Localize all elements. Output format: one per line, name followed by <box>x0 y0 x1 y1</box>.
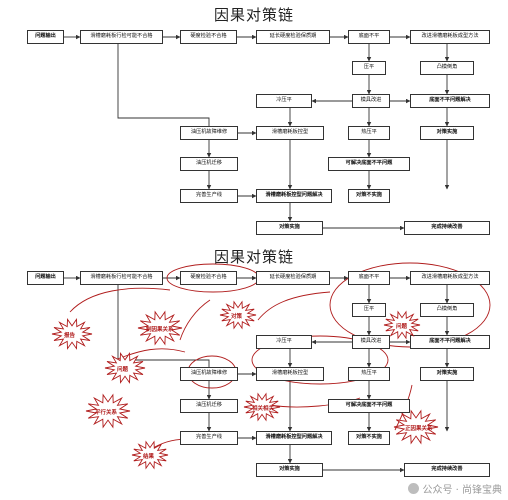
top-node-b1: 压平 <box>352 61 386 75</box>
top-node-b2: 凸模倒角 <box>420 61 474 75</box>
bottom-node-d4: 对策实施 <box>420 367 474 381</box>
annotation-parallel: 平行关系 <box>95 410 118 416</box>
top-node-f2: 滑槽磨耗板控型问题解决 <box>256 189 332 203</box>
starburst-shape <box>51 318 93 350</box>
top-node-a3: 延长硬度检验保质期 <box>256 30 330 44</box>
bottom-node-e2: 可解决底面不平问题 <box>328 399 410 413</box>
top-diagram-title: 因果对策链 <box>213 6 294 24</box>
starburst-shape <box>131 440 169 470</box>
bottom-node-a2: 硬度检验不合格 <box>180 271 237 285</box>
annotation-problem: 问题 <box>117 367 129 373</box>
top-node-d2: 滑槽磨耗板控型 <box>256 126 324 140</box>
top-node-a5: 改进滑槽磨耗板成型方法 <box>410 30 490 44</box>
starburst-shape <box>104 352 146 384</box>
bottom-node-g1: 对策实施 <box>256 463 323 477</box>
bottom-node-f1: 完善生产线 <box>180 431 238 445</box>
top-node-g1: 对策实施 <box>256 221 323 235</box>
bottom-node-f3: 对策不实施 <box>348 431 390 445</box>
top-node-e1: 油压机迁移 <box>180 157 238 171</box>
annotation-countermeasure: 对策 <box>231 314 243 320</box>
starburst-shape <box>243 392 281 422</box>
bottom-node-a5: 改进滑槽磨耗板成型方法 <box>410 271 490 285</box>
bottom-node-b1: 压平 <box>352 303 386 317</box>
starburst-shape <box>393 409 439 445</box>
top-node-d4: 对策实施 <box>420 126 474 140</box>
top-node-c1: 冷压平 <box>256 94 312 108</box>
bottom-node-a1: 滑槽磨耗板行检可能不合格 <box>80 271 163 285</box>
starburst-shape <box>219 300 257 330</box>
top-node-a1: 滑槽磨耗板行检可能不合格 <box>80 30 163 44</box>
annotation-report: 报告 <box>64 333 76 339</box>
bottom-node-a3: 延长硬度检验保质期 <box>256 271 330 285</box>
bottom-node-c3: 底面不平问题解决 <box>410 335 490 349</box>
watermark: 公众号 · 尚锋宝典 <box>408 481 502 496</box>
starburst-shape <box>383 310 421 340</box>
top-node-d1: 油压机故障维修 <box>180 126 238 140</box>
bottom-node-c1: 冷压平 <box>256 335 312 349</box>
annotation-effective: 问题 <box>396 324 408 330</box>
annotation-correlation: 相关相关 <box>252 406 275 412</box>
top-node-c3: 底面不平问题解决 <box>410 94 490 108</box>
bottom-node-d1: 油压机故障维修 <box>180 367 238 381</box>
top-node-problem: 问题输出 <box>27 30 64 44</box>
bottom-node-d3: 热压平 <box>348 367 390 381</box>
bottom-node-e1: 油压机迁移 <box>180 399 238 413</box>
annotation-positive: 正因果关系 <box>405 426 433 432</box>
top-node-g2: 完成持续改善 <box>404 221 490 235</box>
bottom-diagram-title: 因果对策链 <box>213 248 294 266</box>
wechat-icon <box>408 483 420 494</box>
bottom-node-g2: 完成持续改善 <box>404 463 490 477</box>
top-node-a2: 硬度检验不合格 <box>180 30 237 44</box>
top-node-a4: 底面不平 <box>348 30 390 44</box>
annotation-causal: 制因果关系 <box>146 327 174 333</box>
bottom-node-a4: 底面不平 <box>348 271 390 285</box>
bottom-node-f2: 滑槽磨耗板控型问题解决 <box>256 431 332 445</box>
annotation-result: 结果 <box>143 454 155 460</box>
starburst-shape <box>85 393 131 429</box>
bottom-node-problem: 问题输出 <box>27 271 64 285</box>
bottom-node-c2: 模具改进 <box>352 335 390 349</box>
starburst-shape <box>137 310 183 346</box>
top-node-e2: 可解决底面不平问题 <box>328 157 410 171</box>
bottom-node-d2: 滑槽磨耗板控型 <box>256 367 324 381</box>
top-node-f3: 对策不实施 <box>348 189 390 203</box>
top-node-f1: 完善生产线 <box>180 189 238 203</box>
top-node-d3: 热压平 <box>348 126 390 140</box>
watermark-text: 公众号 · 尚锋宝典 <box>422 485 502 496</box>
bottom-node-b2: 凸模倒角 <box>420 303 474 317</box>
top-node-c2: 模具改进 <box>352 94 390 108</box>
